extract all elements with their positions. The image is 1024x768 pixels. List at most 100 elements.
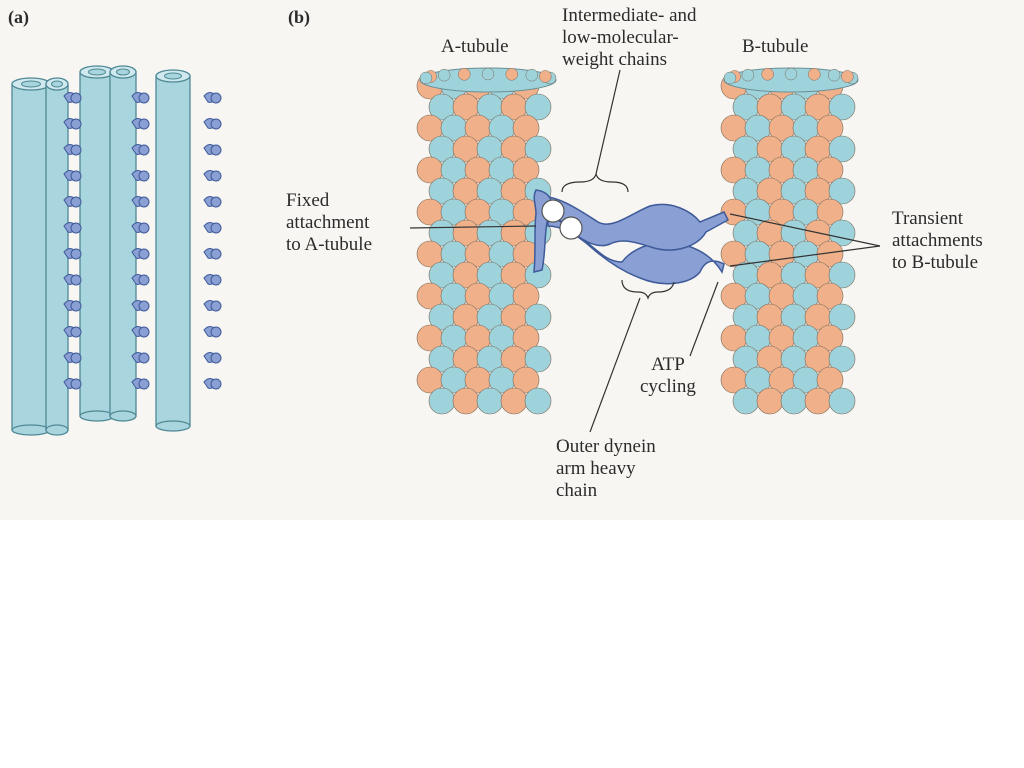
top-subunit bbox=[841, 70, 854, 83]
dynein-arm-head-a bbox=[210, 118, 222, 130]
tubulin-subunit bbox=[828, 135, 856, 163]
dynein-arm bbox=[533, 189, 729, 285]
tubule-lumen-3 bbox=[88, 68, 106, 76]
dynein-arm-head-a bbox=[138, 92, 150, 104]
tubulin-subunit bbox=[476, 387, 504, 415]
tubulin-subunit bbox=[756, 387, 784, 415]
tubulin-subunit bbox=[816, 324, 844, 352]
tubulin-subunit bbox=[828, 177, 856, 205]
tubulin-subunit bbox=[828, 261, 856, 289]
dynein-arm-head-a bbox=[138, 274, 150, 286]
b-tubule-label: B-tubule bbox=[742, 36, 809, 57]
figure: (a) (b) A-tubule B-tubule Intermediate- … bbox=[0, 0, 1024, 520]
tubule-1 bbox=[11, 83, 51, 431]
tubulin-subunit bbox=[816, 114, 844, 142]
top-subunit bbox=[539, 70, 552, 83]
dynein-arm-head-a bbox=[210, 274, 222, 286]
dynein-arm-head-a bbox=[138, 196, 150, 208]
dynein-arm-head-a bbox=[138, 326, 150, 338]
leader-intermediate bbox=[595, 69, 621, 175]
dynein-arm-head-a bbox=[210, 248, 222, 260]
tubule-base-3 bbox=[79, 410, 115, 422]
dynein-arm-head-a bbox=[138, 352, 150, 364]
a-tubule-label: A-tubule bbox=[441, 36, 509, 57]
tubulin-subunit bbox=[512, 156, 540, 184]
tubulin-subunit bbox=[816, 198, 844, 226]
dynein-arm-head-a bbox=[70, 222, 82, 234]
b-tubule-cylinder bbox=[720, 67, 859, 415]
tubulin-subunit bbox=[512, 366, 540, 394]
tubulin-subunit bbox=[816, 366, 844, 394]
dynein-arm-head-a bbox=[70, 326, 82, 338]
dynein-arm-head-a bbox=[70, 170, 82, 182]
tubulin-subunit bbox=[512, 324, 540, 352]
tubulin-subunit bbox=[512, 282, 540, 310]
top-subunit bbox=[784, 67, 798, 81]
leader-transient-1 bbox=[729, 213, 881, 247]
tubule-lumen-1 bbox=[21, 80, 41, 88]
diagram-canvas bbox=[11, 65, 881, 436]
tubule-lumen-2 bbox=[51, 80, 63, 88]
dynein-arm-head-a bbox=[70, 196, 82, 208]
outer-dynein-label: Outer dynein arm heavy chain bbox=[556, 436, 656, 501]
top-subunit bbox=[458, 68, 471, 81]
brace-outer bbox=[621, 279, 675, 300]
dynein-arm-head-a bbox=[210, 222, 222, 234]
tubulin-subunit bbox=[428, 387, 456, 415]
light-chain-2 bbox=[559, 216, 583, 240]
dynein-arm-head-a bbox=[70, 378, 82, 390]
dynein-arm-head-a bbox=[138, 248, 150, 260]
brace-intermediate bbox=[561, 173, 629, 193]
dynein-arm-head-a bbox=[70, 144, 82, 156]
tubule-base-1 bbox=[11, 424, 51, 436]
panel-b-tubules bbox=[416, 67, 859, 415]
transient-attachments-label: Transient attachments to B-tubule bbox=[892, 208, 983, 273]
dynein-arm-head-a bbox=[138, 378, 150, 390]
leader-atp bbox=[689, 281, 719, 357]
tubulin-subunit bbox=[524, 93, 552, 121]
top-subunit bbox=[419, 71, 433, 85]
tubulin-subunit bbox=[828, 345, 856, 373]
tubulin-subunit bbox=[524, 387, 552, 415]
top-subunit bbox=[481, 67, 495, 81]
tubule-base-4 bbox=[109, 410, 137, 422]
dynein-arm-head-a bbox=[70, 118, 82, 130]
dynein-arm-head-a bbox=[210, 144, 222, 156]
tubule-5 bbox=[155, 75, 191, 427]
top-subunit bbox=[437, 68, 451, 82]
dynein-arm-head-a bbox=[70, 274, 82, 286]
tubulin-subunit bbox=[816, 156, 844, 184]
tubulin-subunit bbox=[512, 114, 540, 142]
tubule-3 bbox=[79, 71, 115, 417]
tubulin-subunit bbox=[524, 303, 552, 331]
tubule-lumen-4 bbox=[116, 68, 130, 76]
tubulin-subunit bbox=[828, 387, 856, 415]
dynein-arm-head-a bbox=[138, 170, 150, 182]
dynein-arm-head-a bbox=[210, 352, 222, 364]
tubulin-subunit bbox=[828, 93, 856, 121]
dynein-arm-head-a bbox=[210, 92, 222, 104]
tubule-lumen-5 bbox=[164, 72, 182, 80]
tubule-base-5 bbox=[155, 420, 191, 432]
dynein-arm-head-a bbox=[70, 352, 82, 364]
leader-transient-2 bbox=[729, 245, 881, 267]
tubulin-subunit bbox=[524, 135, 552, 163]
leader-lines bbox=[409, 69, 881, 433]
tubulin-subunit bbox=[732, 387, 760, 415]
top-subunit bbox=[827, 68, 841, 82]
intermediate-chains-label: Intermediate- and low-molecular- weight … bbox=[562, 5, 697, 70]
tubule-2 bbox=[45, 83, 69, 431]
top-subunit bbox=[723, 71, 737, 85]
dynein-arm-head-a bbox=[210, 196, 222, 208]
tubulin-subunit bbox=[452, 387, 480, 415]
tubulin-subunit bbox=[524, 345, 552, 373]
atp-cycling-label: ATP cycling bbox=[640, 354, 696, 397]
top-subunit bbox=[505, 68, 518, 81]
leader-outer bbox=[589, 297, 641, 433]
tubulin-subunit bbox=[804, 387, 832, 415]
dynein-arm-head-a bbox=[70, 92, 82, 104]
top-subunit bbox=[741, 68, 755, 82]
outer-dynein-heavy-chain-lower bbox=[547, 212, 725, 285]
a-tubule-cylinder bbox=[416, 67, 557, 415]
fixed-attachment-label: Fixed attachment to A-tubule bbox=[286, 190, 373, 255]
